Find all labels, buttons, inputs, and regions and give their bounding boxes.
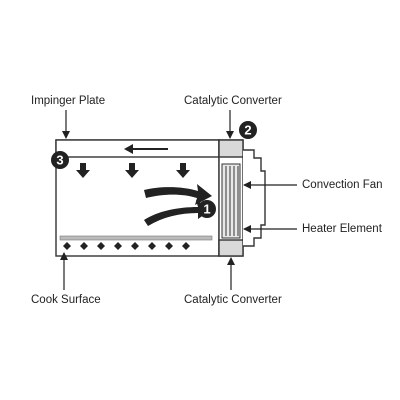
badge-2: 2 [239,121,257,139]
label-cook-surface: Cook Surface [31,294,101,306]
leader-lines [60,110,297,290]
label-convection-fan: Convection Fan [302,179,383,191]
cook-surface [59,235,213,241]
label-catalytic-converter-bottom: Catalytic Converter [184,294,282,306]
badge-3-text: 3 [56,153,63,168]
badge-2-text: 2 [244,123,251,138]
fan-motor-housing [243,149,266,247]
down-arrow-3 [176,163,190,178]
airflow-arrow-upper [144,184,212,205]
badge-3: 3 [51,151,69,169]
label-impinger-plate: Impinger Plate [31,95,106,107]
down-arrow-1 [76,163,90,178]
badge-1: 1 [198,200,216,218]
cook-surface-diamonds [63,242,190,250]
down-arrow-2 [125,163,139,178]
heater-element-block [221,163,241,239]
label-catalytic-converter-top: Catalytic Converter [184,95,282,107]
heater-element-coils [225,166,239,236]
badge-1-text: 1 [203,202,210,217]
airflow-arrow-lower [144,200,212,226]
impinger-flow-arrowhead [124,144,133,154]
catalytic-converter-top-block [218,139,244,158]
catalytic-converter-bottom-block [218,239,244,257]
label-heater-element: Heater Element [302,223,382,235]
downward-airflow-arrows [76,163,190,178]
